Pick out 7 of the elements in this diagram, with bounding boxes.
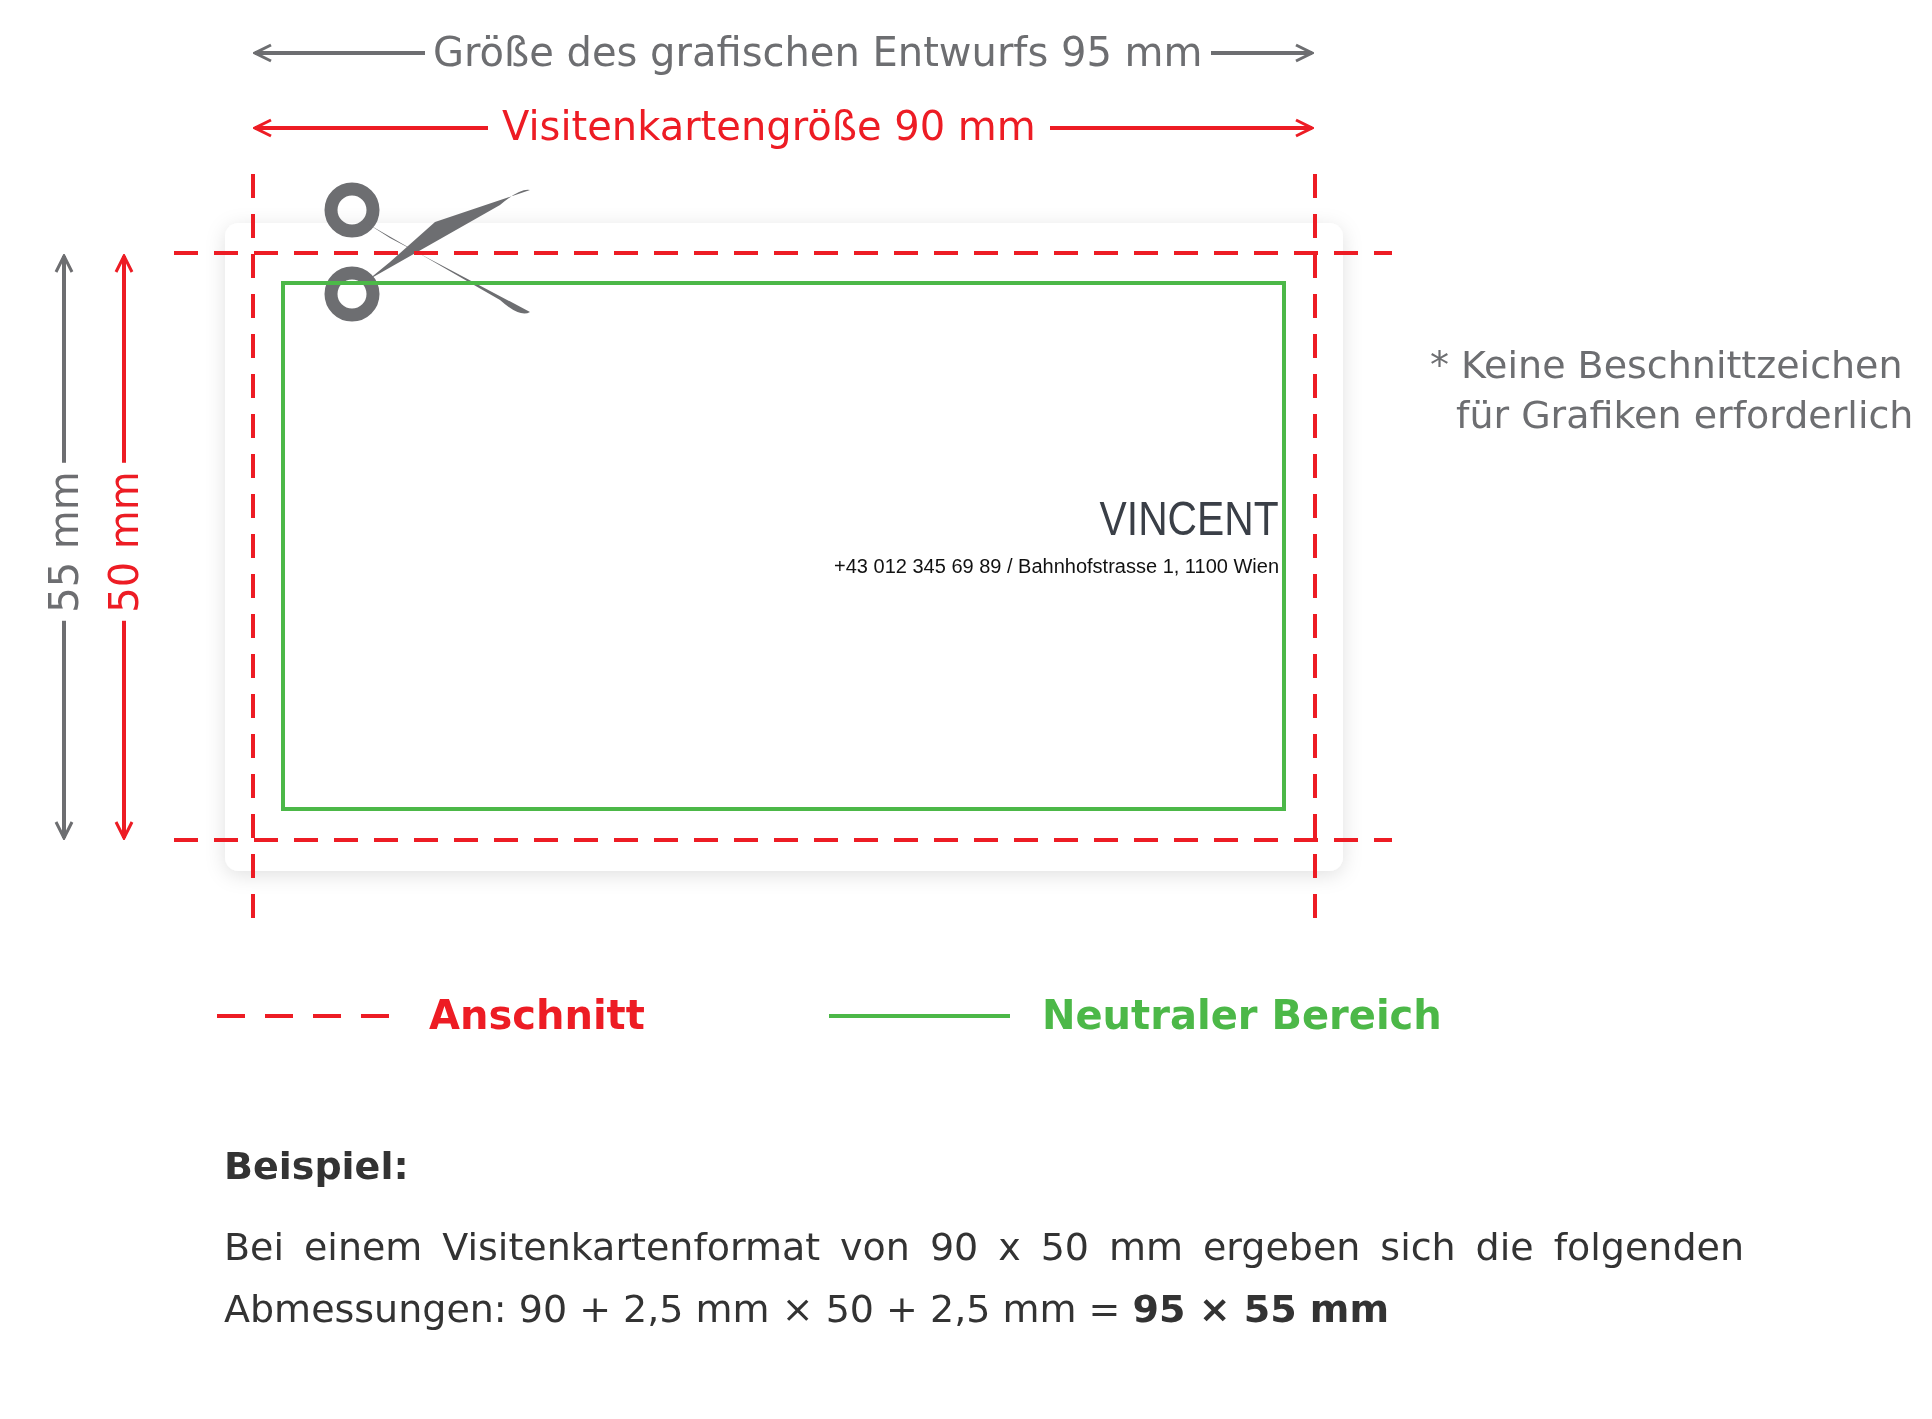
- contact-text: +43 012 345 69 89 / Bahnhofstrasse 1, 1100 Wien: [834, 556, 1279, 576]
- example-paragraph: Bei einem Visitenkartenformat von 90 x 50 mm ergeben sich die folgenden Abmessungen: 90 + 2,5 mm × 50 + 2,5 mm = 95 × 55 mm: [224, 1224, 1744, 1333]
- legend-label: Anschnitt: [429, 991, 645, 1039]
- legend-label: Neutraler Bereich: [1042, 991, 1442, 1039]
- name-text: VINCENT: [1099, 495, 1279, 543]
- note-text: * Keine Beschnittzeichen für Grafiken erforderlich: [1430, 342, 1915, 439]
- example-heading: Beispiel:: [224, 1144, 409, 1188]
